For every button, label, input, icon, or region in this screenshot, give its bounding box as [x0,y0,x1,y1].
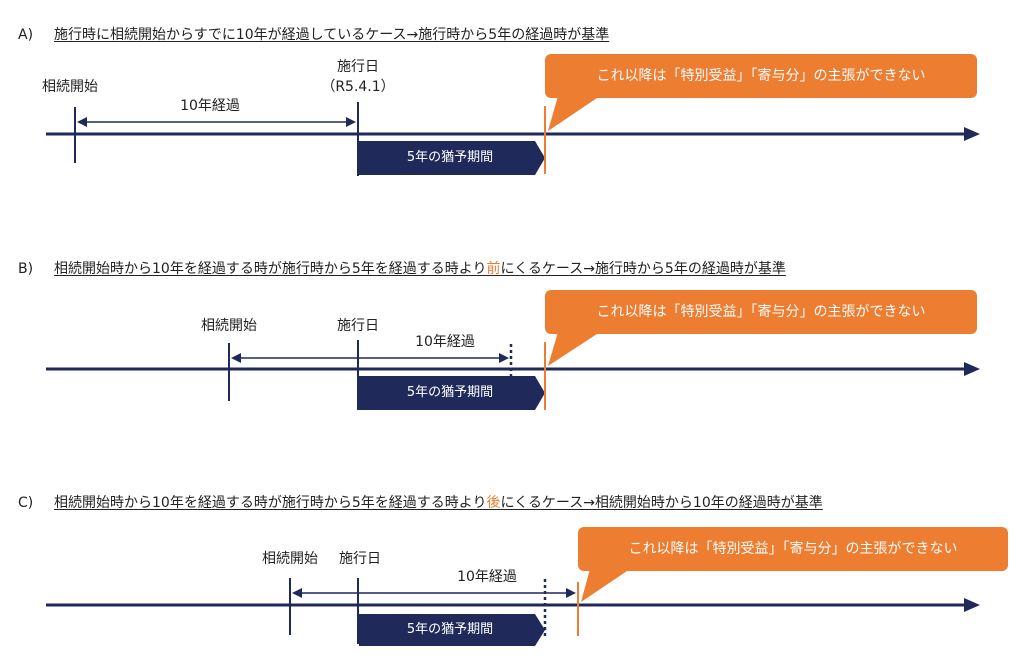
grace-period-label: 5年の猶予期間 [406,622,494,637]
panel-b-heading: B) 相続開始時から10年を経過する時が施行時から5年を経過する時より前にくるケー… [18,260,786,278]
effective-date-label: 施行日 [337,59,379,75]
panel-c-title-after: にくるケース→相続開始時から10年の経過時が基準 [500,495,823,511]
callout-pointer [548,332,600,366]
span-arrow-left [231,353,241,363]
grace-period-bar [359,141,545,175]
start-label: 相続開始 [262,551,318,567]
callout-text: これ以降は「特別受益」「寄与分」の主張ができない [628,541,958,557]
panel-c-title: 相続開始時から10年を経過する時が施行時から5年を経過する時より後にくるケース→… [54,495,823,511]
panel-c-title-highlight: 後 [486,495,501,511]
panel-b-prefix: B) [18,261,34,277]
panel-b: B) 相続開始時から10年を経過する時が施行時から5年を経過する時より前にくるケー… [0,260,1024,450]
grace-period-label: 5年の猶予期間 [406,150,494,165]
panel-b-title-after: にくるケース→施行時から5年の経過時が基準 [500,261,786,277]
panel-a-timeline [46,54,980,176]
panel-c-timeline [46,527,1008,646]
panel-b-title-before: 相続開始時から10年を経過する時が施行時から5年を経過する時より [54,261,487,277]
effective-date-sub-label: （R5.4.1） [321,79,395,95]
callout-pointer [581,569,630,602]
span-arrow-right [499,353,509,363]
callout-text: これ以降は「特別受益」「寄与分」の主張ができない [596,304,926,320]
ten-year-label: 10年経過 [415,334,475,350]
panel-c-prefix: C) [18,495,34,511]
callout-pointer [548,96,600,131]
span-arrow-left [292,588,302,598]
callout-box [578,527,1008,571]
span-arrow-right [566,588,576,598]
panel-b-timeline [46,290,980,410]
start-label: 相続開始 [201,318,257,334]
panel-c: C) 相続開始時から10年を経過する時が施行時から5年を経過する時より後にくるケー… [0,494,1024,667]
panel-a-title: 施行時に相続開始からすでに10年が経過しているケース→施行時から5年の経過時が基… [54,27,610,43]
panel-c-heading: C) 相続開始時から10年を経過する時が施行時から5年を経過する時より後にくるケー… [18,494,823,512]
timeline-arrowhead [964,362,980,376]
start-label: 相続開始 [42,79,98,95]
grace-period-bar [359,614,545,646]
panel-a: A) 施行時に相続開始からすでに10年が経過しているケース→施行時から5年の経過時… [0,26,1024,226]
panel-b-title: 相続開始時から10年を経過する時が施行時から5年を経過する時より前にくるケース→… [54,261,786,277]
timeline-arrowhead [964,127,980,141]
panel-c-title-before: 相続開始時から10年を経過する時が施行時から5年を経過する時より [54,495,487,511]
panel-b-title-highlight: 前 [486,261,501,277]
effective-date-label: 施行日 [339,551,381,567]
grace-period-label: 5年の猶予期間 [406,385,494,400]
callout-box [545,290,977,334]
panel-a-heading: A) 施行時に相続開始からすでに10年が経過しているケース→施行時から5年の経過時… [18,26,609,44]
callout-text: これ以降は「特別受益」「寄与分」の主張ができない [596,68,926,84]
effective-date-label: 施行日 [337,318,379,334]
span-arrow-right [346,117,356,127]
timeline-arrowhead [964,598,980,612]
panel-a-prefix: A) [18,27,34,43]
grace-period-bar [359,376,545,410]
callout-box [545,54,977,98]
ten-year-label: 10年経過 [180,98,240,114]
ten-year-label: 10年経過 [457,569,517,585]
span-arrow-left [77,117,87,127]
